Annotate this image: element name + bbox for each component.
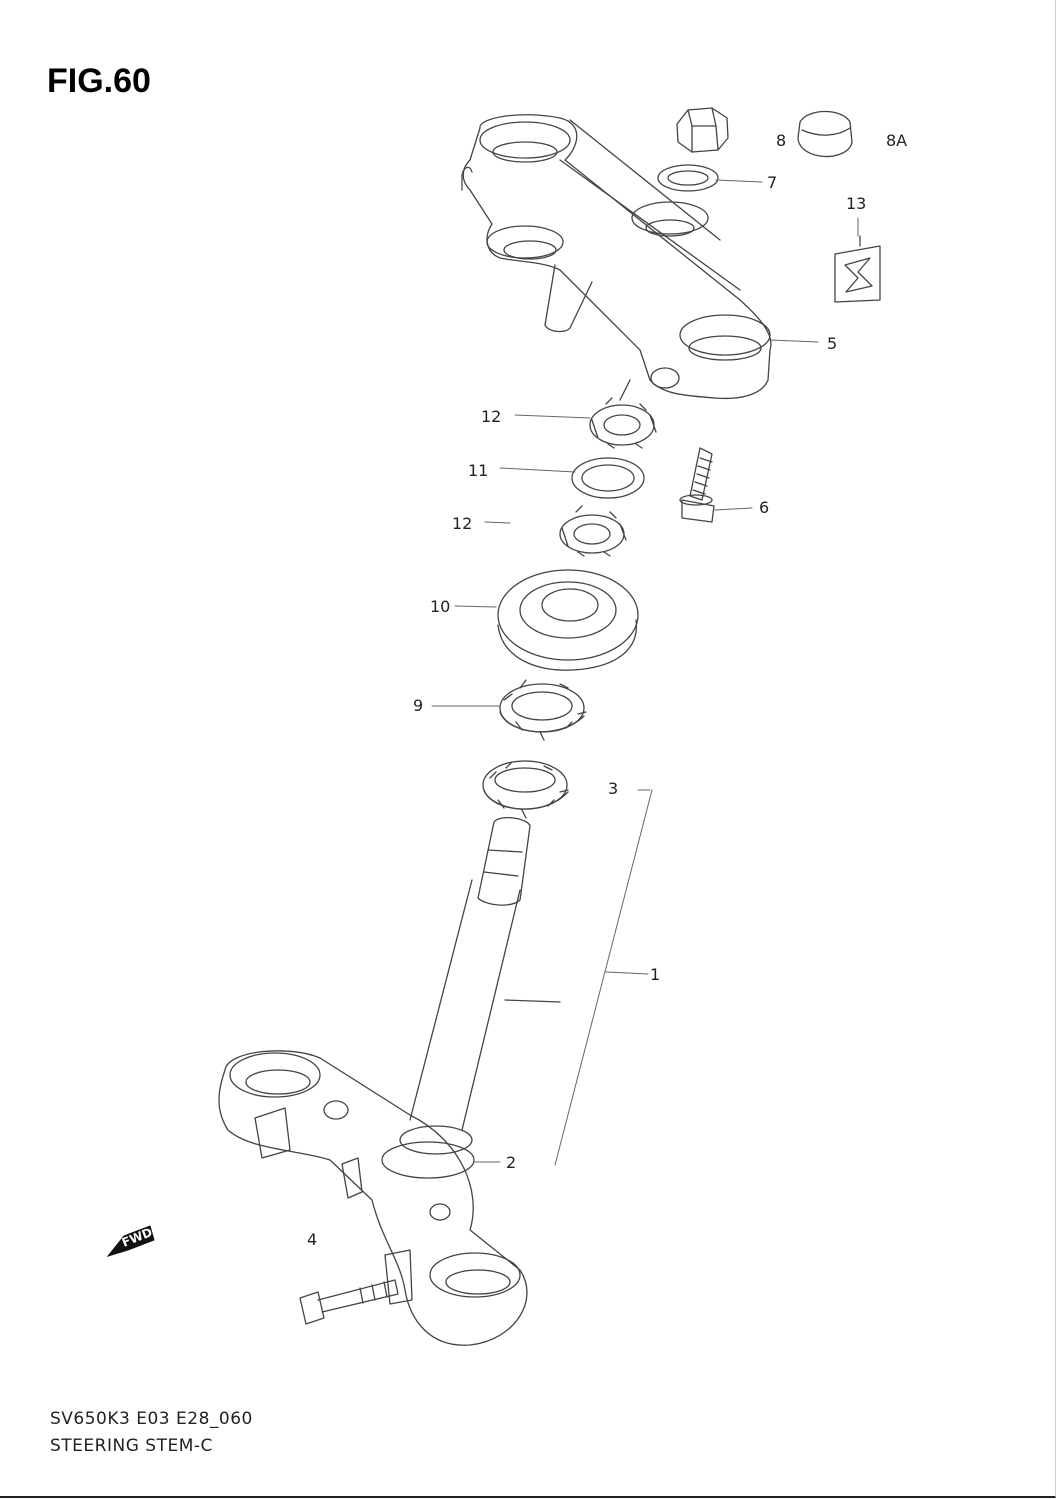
- pinch-bolt-drawing: [680, 448, 714, 522]
- washer-drawing: [658, 165, 718, 191]
- callout-2: 2: [506, 1153, 517, 1172]
- callout-3: 3: [608, 779, 619, 798]
- locknut-lower-drawing: [560, 506, 626, 556]
- callout-8a: 8A: [886, 131, 908, 150]
- figure-title: FIG.60: [47, 62, 151, 100]
- stem-shaft-drawing: [400, 818, 560, 1154]
- lower-bracket-drawing: [219, 1051, 527, 1345]
- callout-1: 1: [650, 965, 661, 984]
- emblem-drawing: [835, 236, 880, 302]
- lower-pinch-bolt-drawing: [300, 1280, 398, 1324]
- lower-seal-drawing: [382, 1142, 474, 1178]
- upper-bearing-drawing: [500, 680, 586, 740]
- lower-bearing-drawing: [483, 761, 568, 818]
- callout-4: 4: [307, 1230, 318, 1249]
- cap-nut-drawing: [677, 108, 852, 156]
- callout-7: 7: [767, 173, 778, 192]
- callout-10: 10: [430, 597, 451, 616]
- diagram-caption: STEERING STEM-C: [50, 1436, 213, 1456]
- callout-13: 13: [846, 194, 867, 213]
- upper-bracket-drawing: [462, 115, 771, 400]
- callout-6: 6: [759, 498, 770, 517]
- callout-11: 11: [468, 461, 489, 480]
- leader-lines: [432, 180, 858, 1165]
- fwd-arrow-icon: FWD: [108, 1225, 154, 1256]
- lock-washer-drawing: [572, 458, 644, 498]
- callout-5: 5: [827, 334, 838, 353]
- dust-seal-drawing: [498, 570, 638, 670]
- callout-9: 9: [413, 696, 424, 715]
- callout-12-upper: 12: [481, 407, 502, 426]
- callout-12-lower: 12: [452, 514, 473, 533]
- callout-8: 8: [776, 131, 787, 150]
- locknut-upper-drawing: [590, 398, 656, 448]
- diagram-code: SV650K3 E03 E28_060: [50, 1409, 253, 1429]
